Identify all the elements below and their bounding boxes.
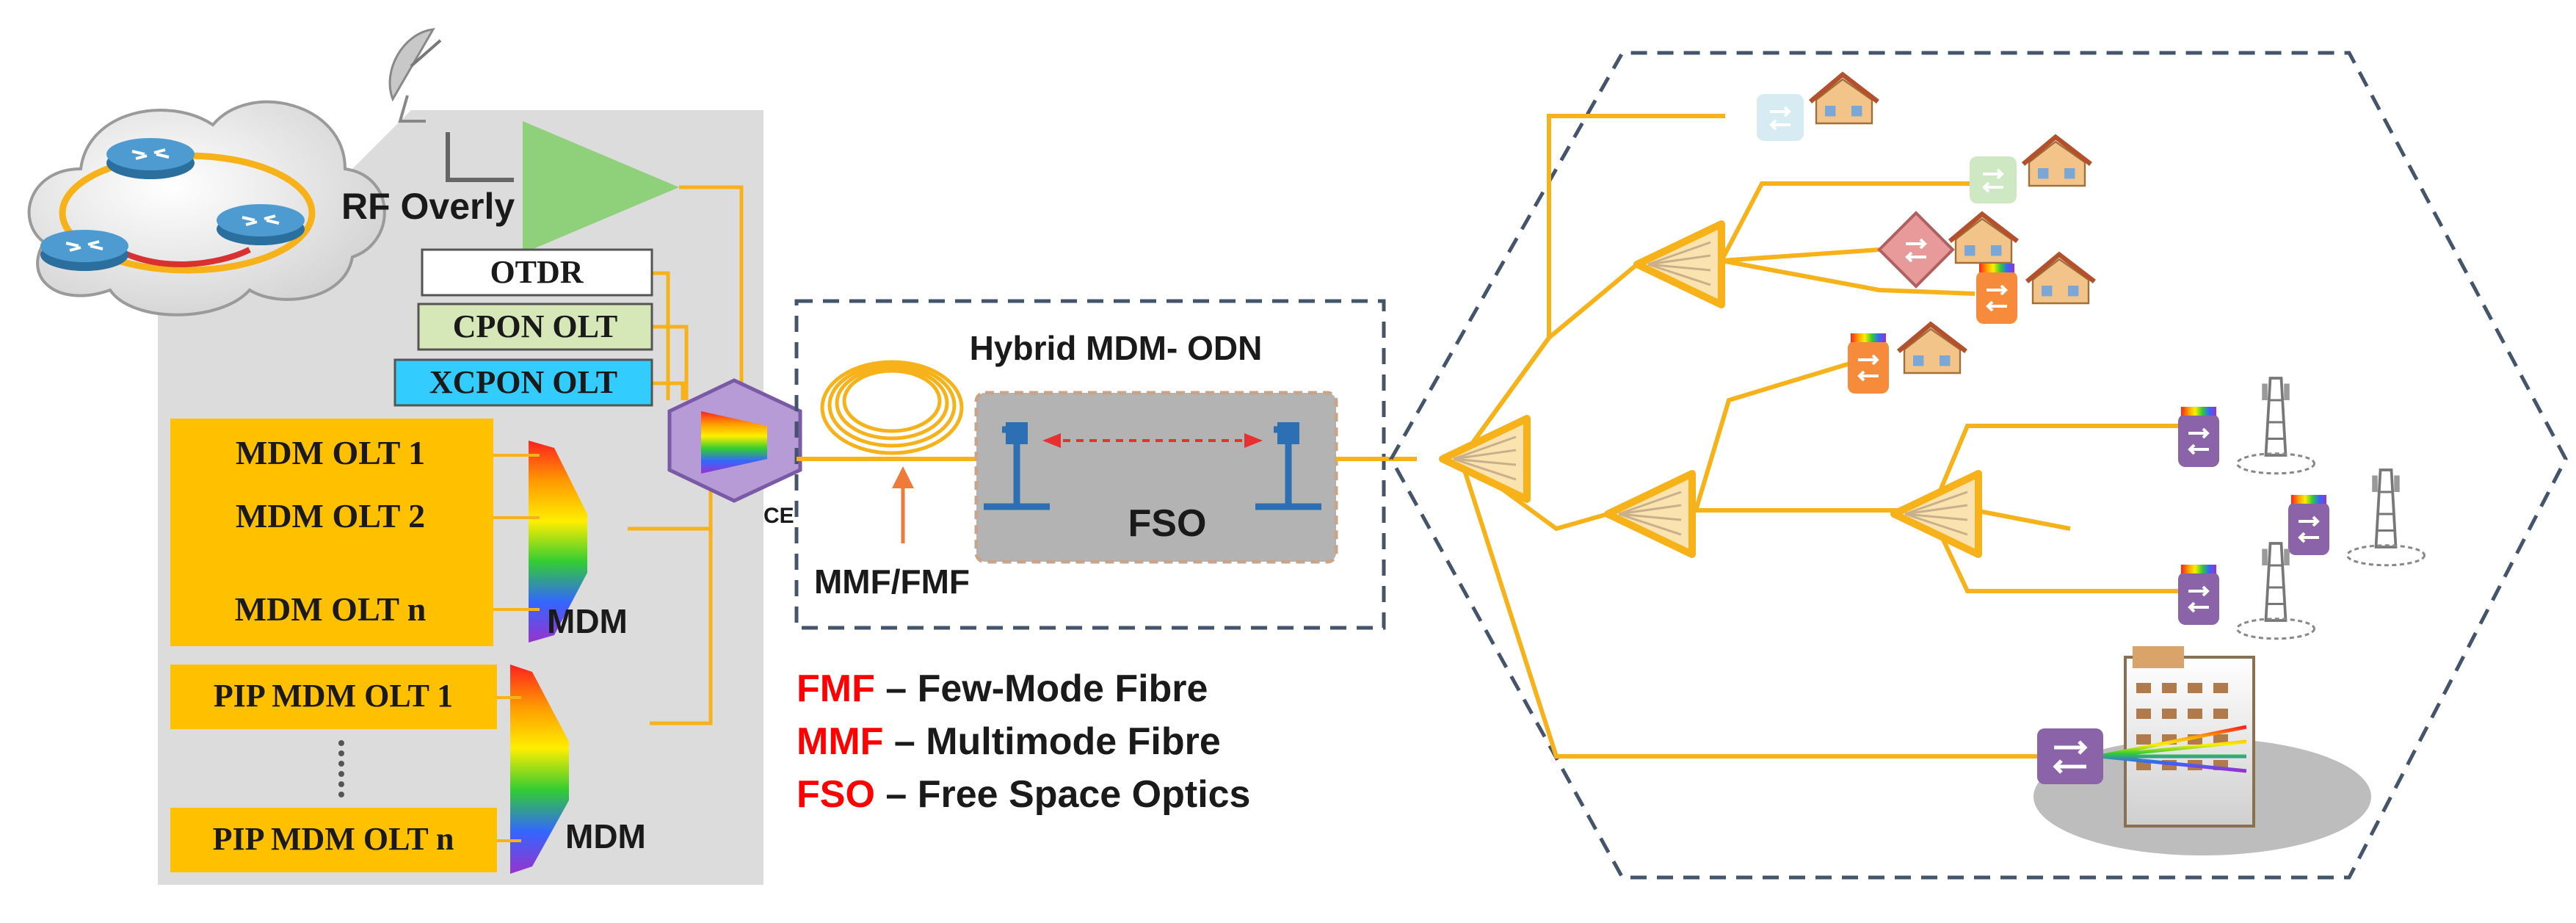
pip-mdm-olt-n-label: PIP MDM OLT n	[213, 821, 454, 857]
splitter-icon	[1443, 419, 1527, 499]
cpon-olt-box: CPON OLT	[417, 303, 653, 351]
mdm-olt-1-label: MDM OLT 1	[236, 434, 425, 471]
onu-icon	[1757, 94, 1804, 141]
legend-desc: – Free Space Optics	[875, 773, 1251, 816]
core-network-cloud	[27, 100, 386, 316]
onu-icon	[1970, 156, 2017, 203]
mdm-olt-group: MDM OLT 1 MDM OLT 2 MDM OLT n	[170, 419, 493, 646]
onu-icon	[2177, 563, 2221, 626]
house-icon	[2023, 137, 2091, 186]
legend-abbr: FMF	[797, 667, 875, 710]
splitter-icon	[1637, 224, 1721, 305]
onu-icon	[2037, 728, 2103, 784]
house-icon	[1898, 325, 1966, 373]
mmf-fmf-arrow	[892, 466, 914, 543]
legend: FMF – Few-Mode Fibre MMF – Multimode Fib…	[797, 667, 1250, 816]
mmf-fmf-label: MMF/FMF	[814, 562, 970, 601]
mdm-olt-n-label: MDM OLT n	[235, 590, 427, 628]
otdr-box: OTDR	[421, 248, 653, 297]
onu-icon	[1975, 262, 2019, 325]
legend-desc: – Multimode Fibre	[883, 720, 1220, 763]
router-icon	[106, 138, 195, 179]
rf-overlay-label: RF Overly	[341, 186, 515, 227]
router-icon	[217, 204, 305, 245]
mdm-olt-2-label: MDM OLT 2	[236, 497, 425, 535]
pip-mdm-olt-1-label: PIP MDM OLT 1	[214, 678, 453, 714]
mdm-label-1: MDM	[547, 602, 628, 640]
legend-item-mmf: MMF – Multimode Fibre	[797, 720, 1221, 763]
legend-item-fso: FSO – Free Space Optics	[797, 773, 1250, 816]
distribution-fibres	[1459, 114, 2188, 759]
splitter-icon	[1608, 474, 1692, 554]
onu-icon	[2177, 405, 2221, 468]
legend-desc: – Few-Mode Fibre	[875, 667, 1208, 710]
xcpon-olt-box: XCPON OLT	[393, 358, 653, 407]
cpon-olt-label: CPON OLT	[453, 308, 618, 344]
house-icon	[2027, 255, 2094, 303]
onu-icon	[2287, 493, 2331, 557]
ce-label: CE	[763, 504, 794, 528]
pip-mdm-olt-n-box: PIP MDM OLT n	[170, 808, 497, 872]
ellipsis-dots	[338, 740, 344, 797]
tower-icon	[2235, 377, 2316, 475]
fso-panel: FSO	[974, 391, 1338, 564]
odn-title: Hybrid MDM- ODN	[970, 329, 1263, 367]
router-icon	[40, 230, 128, 271]
splitter-icon	[1894, 474, 1978, 554]
mdm-mux-icon	[493, 441, 587, 643]
pip-mdm-mux-icon	[497, 665, 569, 874]
odn-dashed-box	[794, 299, 1386, 630]
tower-icon	[2235, 542, 2316, 640]
xcpon-olt-label: XCPON OLT	[429, 364, 617, 400]
fso-label: FSO	[1128, 502, 1207, 545]
combiner-icon	[667, 378, 802, 503]
legend-abbr: MMF	[797, 720, 883, 763]
onu-icon	[1846, 332, 1890, 395]
mdm-label-2: MDM	[565, 817, 646, 855]
legend-item-fmf: FMF – Few-Mode Fibre	[797, 667, 1208, 710]
fibre-coil-icon	[820, 360, 964, 455]
pip-mdm-olt-1-box: PIP MDM OLT 1	[170, 665, 497, 729]
house-icon	[1950, 214, 2017, 263]
building-icon	[2033, 646, 2371, 855]
otdr-label: OTDR	[490, 254, 584, 290]
house-icon	[1810, 75, 1878, 123]
rf-amplifier-icon	[446, 121, 679, 253]
distribution-hexagon	[1389, 51, 2568, 880]
tower-icon	[2345, 468, 2426, 567]
onu-icon	[1877, 211, 1955, 289]
satellite-dish-icon	[388, 28, 442, 123]
legend-abbr: FSO	[797, 773, 875, 816]
